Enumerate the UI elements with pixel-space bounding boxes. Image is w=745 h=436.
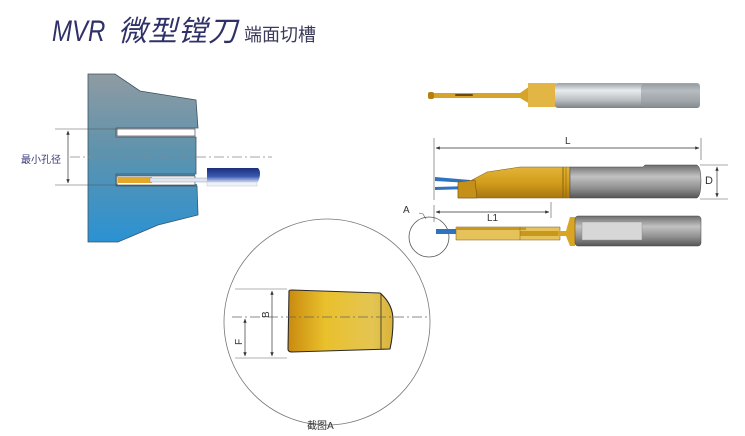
title-model: MVR — [52, 15, 106, 48]
dim-F-label: F — [234, 338, 245, 345]
title-subtitle: 端面切槽 — [244, 25, 317, 46]
detail-view-A — [223, 218, 431, 426]
boring-bar — [207, 168, 260, 182]
tool-photo — [428, 83, 700, 108]
dim-D-label: D — [705, 175, 713, 187]
tool-drawing-top — [408, 202, 702, 258]
dim-L1-label: L1 — [487, 213, 499, 224]
detail-caption: 截图A — [307, 421, 334, 432]
page-title: MVR 微型镗刀 端面切槽 — [52, 8, 316, 48]
detail-circle — [223, 218, 431, 426]
title-name: 微型镗刀 — [118, 14, 239, 48]
min-bore-label: 最小孔径 — [21, 155, 61, 166]
detail-circle-A — [408, 216, 450, 258]
insert-profile — [287, 289, 394, 353]
dim-L-label: L — [565, 136, 571, 147]
insert-in-bore — [118, 177, 152, 183]
detail-marker-label: A — [403, 205, 410, 216]
tool-drawing-side — [433, 138, 728, 200]
section-view — [55, 73, 272, 243]
dim-B-label: B — [261, 311, 272, 318]
